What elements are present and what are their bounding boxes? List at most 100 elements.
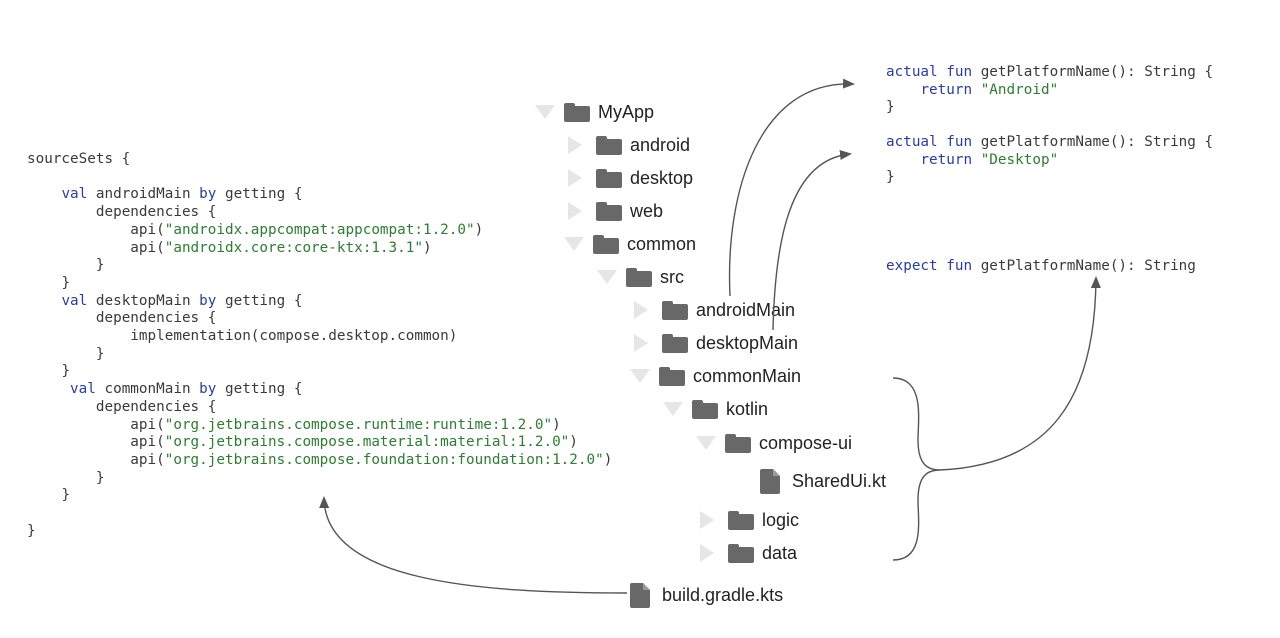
string-literal: "Desktop" [980,151,1059,168]
tree-item-web[interactable]: web [564,198,663,224]
keyword: expect [886,258,938,274]
keyword: by [199,186,217,203]
code-text: } [27,522,36,539]
tree-item-label: kotlin [726,398,769,419]
tree-item-label: desktop [630,167,694,188]
function-signature: getPlatformName(): String [980,258,1196,274]
collapsed-triangle-icon[interactable] [568,136,582,154]
code-text: getting { [225,186,303,203]
collapsed-triangle-icon[interactable] [634,334,648,352]
code-text: dependencies { [95,310,217,327]
source-set-name: commonMain [104,381,191,398]
code-text: } [61,487,71,504]
code-text: } [95,257,105,274]
code-text: getting { [225,381,303,398]
keyword: val [61,186,88,203]
tree-item-build-gradle-kts[interactable]: build.gradle.kts [630,582,783,608]
string-literal: "org.jetbrains.compose.foundation:founda… [164,451,604,468]
keyword: actual [886,134,938,150]
function-signature: getPlatformName(): String { [980,64,1214,80]
code-text: api( [130,416,165,433]
function-signature: getPlatformName(): String { [980,134,1214,150]
keyword: by [199,381,217,398]
tree-item-label: desktopMain [696,332,799,353]
gradle-source-sets-code: sourceSets { val androidMain by getting … [27,151,612,540]
code-text: dependencies { [95,398,217,415]
code-text: ) [603,451,613,468]
code-text: api( [130,434,165,451]
code-text: } [95,345,105,362]
folder-icon [662,333,688,353]
expanded-triangle-icon[interactable] [630,369,650,383]
code-text: } [886,99,895,116]
tree-item-common-main[interactable]: commonMain [630,363,801,389]
tree-item-label: commonMain [693,365,802,386]
tree-item-android[interactable]: android [564,132,690,158]
tree-item-shared-ui-kt[interactable]: SharedUi.kt [760,468,886,494]
source-set-name: androidMain [95,186,191,203]
code-text: } [95,469,105,486]
collapsed-triangle-icon[interactable] [700,511,714,529]
tree-item-desktop-main[interactable]: desktopMain [630,330,798,356]
tree-item-android-main[interactable]: androidMain [630,297,795,323]
expanded-triangle-icon[interactable] [535,105,555,119]
folder-icon [564,102,590,122]
code-text: ) [552,416,561,433]
collapsed-triangle-icon[interactable] [568,202,582,220]
tree-item-compose-ui[interactable]: compose-ui [696,430,852,456]
keyword: fun [946,134,973,150]
brace-commonmain-contents [892,377,941,561]
keyword: return [920,81,973,98]
tree-item-label: MyApp [598,101,655,122]
tree-item-label: build.gradle.kts [662,584,784,605]
collapsed-triangle-icon[interactable] [634,301,648,319]
folder-icon [659,366,685,386]
expanded-triangle-icon[interactable] [663,402,683,416]
code-line: sourceSets { [27,151,131,167]
code-text: api( [130,239,165,256]
folder-icon [725,433,751,453]
tree-item-kotlin[interactable]: kotlin [663,396,768,422]
expanded-triangle-icon[interactable] [597,270,617,284]
keyword: fun [946,64,973,80]
source-set-name: desktopMain [95,292,191,309]
code-text: api( [130,221,165,238]
folder-icon [692,399,718,419]
file-icon [760,468,780,494]
keyword: return [920,151,973,168]
tree-item-myapp[interactable]: MyApp [535,99,654,125]
arrow-desktopmain-to-desktop-actual [772,150,852,331]
expanded-triangle-icon[interactable] [696,436,716,450]
folder-icon [593,234,619,254]
tree-item-data[interactable]: data [696,540,797,566]
string-literal: "androidx.core:core-ktx:1.3.1" [164,239,423,256]
string-literal: "org.jetbrains.compose.material:material… [164,434,570,451]
file-icon [630,582,650,608]
desktop-actual-code: actual fun getPlatformName(): String { r… [886,134,1213,187]
folder-icon [728,510,754,530]
tree-item-label: compose-ui [759,432,853,453]
collapsed-triangle-icon[interactable] [568,169,582,187]
arrow-commonmain-to-expect [939,276,1101,471]
folder-icon [728,543,754,563]
collapsed-triangle-icon[interactable] [700,544,714,562]
code-text: api( [130,451,165,468]
string-literal: "org.jetbrains.compose.runtime:runtime:1… [164,416,553,433]
tree-item-label: logic [762,509,800,530]
tree-item-desktop[interactable]: desktop [564,165,693,191]
code-text: } [886,169,895,186]
code-text: getting { [225,292,303,309]
tree-item-logic[interactable]: logic [696,507,799,533]
expanded-triangle-icon[interactable] [564,237,584,251]
folder-icon [626,267,652,287]
keyword: val [61,292,88,309]
string-literal: "androidx.appcompat:appcompat:1.2.0" [164,221,475,238]
android-actual-code: actual fun getPlatformName(): String { r… [886,64,1213,117]
folder-icon [662,300,688,320]
tree-item-label: src [660,266,684,287]
folder-icon [596,135,622,155]
tree-item-src[interactable]: src [597,264,684,290]
tree-item-common[interactable]: common [564,231,696,257]
tree-item-label: SharedUi.kt [792,470,887,491]
tree-item-label: data [762,542,798,563]
